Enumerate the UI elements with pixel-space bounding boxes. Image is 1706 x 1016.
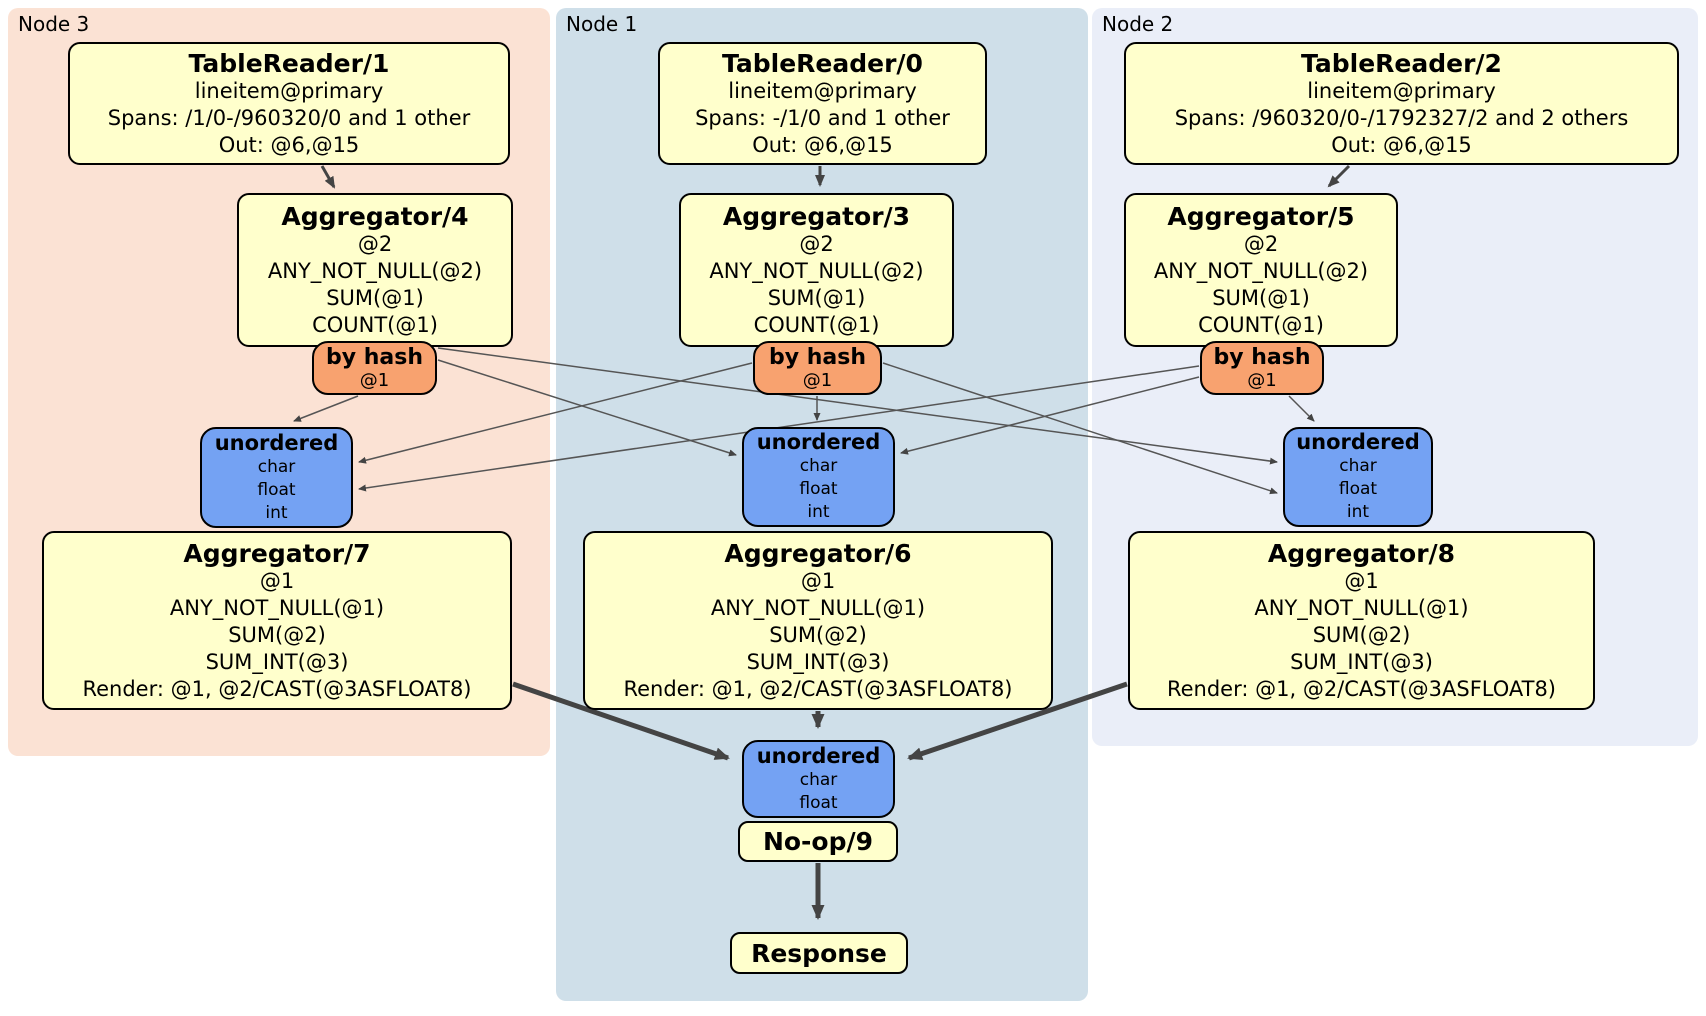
box-title: unordered xyxy=(756,430,881,454)
noop-9-box: No-op/9 xyxy=(738,821,898,862)
box-line: Out: @6,@15 xyxy=(752,132,893,157)
box-title: Aggregator/7 xyxy=(183,538,371,568)
box-line: @2 xyxy=(799,231,834,256)
box-line: @1 xyxy=(1247,369,1277,391)
box-line: lineitem@primary xyxy=(194,78,384,103)
box-line: char xyxy=(799,456,838,476)
box-line: SUM(@2) xyxy=(769,622,867,647)
box-title: No-op/9 xyxy=(762,827,874,856)
hash-router-node2-box: by hash @1 xyxy=(1200,341,1324,395)
box-title: unordered xyxy=(214,430,339,455)
box-title: TableReader/0 xyxy=(722,48,923,78)
box-line: Spans: /960320/0-/1792327/2 and 2 others xyxy=(1174,105,1629,130)
box-title: by hash xyxy=(325,344,423,370)
box-line: SUM(@1) xyxy=(1212,285,1310,310)
node3-label: Node 3 xyxy=(18,12,90,36)
tablereader-to-aggregator-arrows xyxy=(320,164,1351,189)
box-line: SUM_INT(@3) xyxy=(1290,649,1433,674)
box-line: int xyxy=(807,502,830,522)
box-line: COUNT(@1) xyxy=(753,312,880,337)
box-line: int xyxy=(1346,502,1370,522)
box-line: int xyxy=(265,502,288,523)
box-line: ANY_NOT_NULL(@2) xyxy=(267,258,483,283)
box-line: @1 xyxy=(359,369,390,391)
box-title: Aggregator/3 xyxy=(722,201,911,231)
box-line: Spans: /1/0-/960320/0 and 1 other xyxy=(107,105,471,130)
box-line: @1 xyxy=(1344,568,1379,593)
box-line: float xyxy=(799,792,838,813)
box-line: Spans: -/1/0 and 1 other xyxy=(695,105,950,130)
box-title: Aggregator/5 xyxy=(1167,201,1355,231)
box-line: SUM(@1) xyxy=(326,285,424,310)
node2-label: Node 2 xyxy=(1102,12,1174,36)
box-line: SUM(@2) xyxy=(1312,622,1411,647)
box-line: @1 xyxy=(800,568,836,593)
box-line: COUNT(@1) xyxy=(312,312,438,337)
box-title: Response xyxy=(751,938,887,968)
box-line: float xyxy=(1338,479,1378,499)
box-title: unordered xyxy=(1296,430,1420,454)
box-title: TableReader/2 xyxy=(1301,48,1502,78)
hash-router-node1-box: by hash @1 xyxy=(753,341,882,395)
box-line: @2 xyxy=(357,231,393,256)
box-line: char xyxy=(257,456,296,477)
hash-router-node3-box: by hash @1 xyxy=(312,341,437,395)
box-line: ANY_NOT_NULL(@2) xyxy=(709,258,924,283)
box-line: char xyxy=(1339,456,1377,476)
box-title: Aggregator/6 xyxy=(724,538,912,568)
box-line: ANY_NOT_NULL(@1) xyxy=(710,595,926,620)
box-line: Render: @1, @2/CAST(@3ASFLOAT8) xyxy=(82,676,472,701)
box-line: ANY_NOT_NULL(@2) xyxy=(1153,258,1369,283)
box-line: ANY_NOT_NULL(@1) xyxy=(1254,595,1469,620)
box-line: COUNT(@1) xyxy=(1198,312,1324,337)
box-title: unordered xyxy=(756,743,881,768)
box-title: Aggregator/8 xyxy=(1267,538,1456,568)
box-line: float xyxy=(799,479,838,499)
box-line: Out: @6,@15 xyxy=(218,132,360,157)
box-line: @1 xyxy=(802,369,833,391)
box-title: TableReader/1 xyxy=(188,48,390,78)
box-line: @2 xyxy=(1243,231,1279,256)
box-line: Out: @6,@15 xyxy=(1331,132,1472,157)
box-title: Aggregator/4 xyxy=(281,201,469,231)
response-box: Response xyxy=(730,932,908,974)
box-line: float xyxy=(257,479,296,500)
box-title: by hash xyxy=(1213,344,1311,370)
box-line: SUM(@2) xyxy=(228,622,326,647)
box-line: lineitem@primary xyxy=(1307,78,1496,103)
box-line: lineitem@primary xyxy=(728,78,917,103)
box-title: by hash xyxy=(768,344,866,370)
box-line: SUM(@1) xyxy=(767,285,866,310)
box-line: char xyxy=(799,769,838,790)
unordered-sync-node1-box: unordered char float int xyxy=(742,427,895,527)
box-line: @1 xyxy=(259,568,295,593)
box-line: SUM_INT(@3) xyxy=(205,649,349,674)
box-line: ANY_NOT_NULL(@1) xyxy=(169,595,385,620)
box-line: SUM_INT(@3) xyxy=(746,649,890,674)
box-line: Render: @1, @2/CAST(@3ASFLOAT8) xyxy=(623,676,1013,701)
unordered-sync-node2-box: unordered char float int xyxy=(1283,427,1433,527)
final-stage-arrows xyxy=(512,681,1128,920)
node1-label: Node 1 xyxy=(566,12,638,36)
box-line: Render: @1, @2/CAST(@3ASFLOAT8) xyxy=(1166,676,1557,701)
